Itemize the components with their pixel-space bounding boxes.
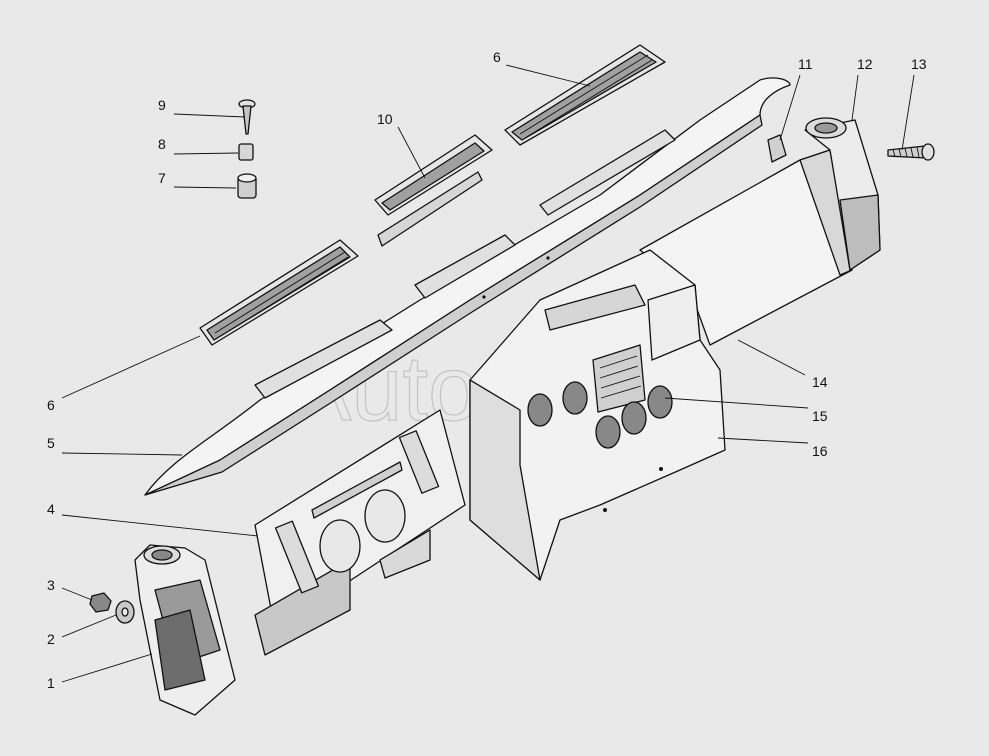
- part-1-left-column: [134, 544, 236, 716]
- part-13-screw: [887, 143, 935, 161]
- callout-4: 4: [47, 501, 55, 517]
- callout-15: 15: [812, 408, 828, 424]
- callout-2: 2: [47, 631, 55, 647]
- callout-6-lower: 6: [47, 397, 55, 413]
- part-10-grille-center: [374, 134, 493, 247]
- part-12-end-cap: [804, 117, 881, 271]
- leader-6-lower: [61, 335, 201, 399]
- leader-7: [173, 186, 237, 189]
- leader-15: [664, 397, 809, 409]
- leader-1: [61, 653, 153, 683]
- callout-3: 3: [47, 577, 55, 593]
- callout-6-upper: 6: [493, 49, 501, 65]
- callout-16: 16: [812, 443, 828, 459]
- part-5-top-cover: [144, 77, 791, 496]
- console-round-vents: [527, 381, 673, 449]
- callout-7: 7: [158, 170, 166, 186]
- part-8-bushing: [238, 143, 254, 161]
- cover-hole: [546, 256, 550, 260]
- leader-8: [173, 152, 239, 155]
- part-7-grommet: [237, 173, 257, 199]
- leader-13: [901, 74, 915, 151]
- leader-10: [397, 126, 426, 179]
- leader-11: [779, 74, 801, 141]
- leader-16: [717, 437, 809, 444]
- leader-6-upper: [505, 64, 591, 87]
- callout-9: 9: [158, 97, 166, 113]
- cover-hole: [482, 295, 486, 299]
- callout-5: 5: [47, 435, 55, 451]
- callout-8: 8: [158, 136, 166, 152]
- callout-10: 10: [377, 111, 393, 127]
- part-6-grille-upper: [504, 44, 666, 146]
- leader-14: [737, 339, 806, 376]
- callout-1: 1: [47, 675, 55, 691]
- part-16-center-console: [469, 249, 726, 581]
- leader-4: [61, 514, 259, 537]
- callout-13: 13: [911, 56, 927, 72]
- callout-11: 11: [798, 56, 813, 72]
- part-2-washer: [115, 600, 135, 624]
- part-9-screw: [238, 99, 256, 135]
- part-11-clip: [767, 134, 787, 163]
- leader-2: [61, 614, 117, 638]
- leader-5: [61, 452, 183, 456]
- callout-14: 14: [812, 374, 828, 390]
- console-screw-hole: [659, 467, 663, 471]
- part-6-grille-lower: [199, 239, 359, 346]
- leader-9: [173, 113, 246, 118]
- part-3-nut: [89, 592, 112, 613]
- callout-labels: 1 2 3 4 5 6 6 7 8 9 10 11 12 13 14 15 16: [47, 49, 927, 691]
- leader-3: [61, 587, 93, 601]
- callout-12: 12: [857, 56, 873, 72]
- leader-12: [851, 74, 859, 121]
- part-4-instrument-panel: [254, 409, 466, 656]
- console-screw-hole: [603, 508, 607, 512]
- leader-lines: [61, 64, 915, 683]
